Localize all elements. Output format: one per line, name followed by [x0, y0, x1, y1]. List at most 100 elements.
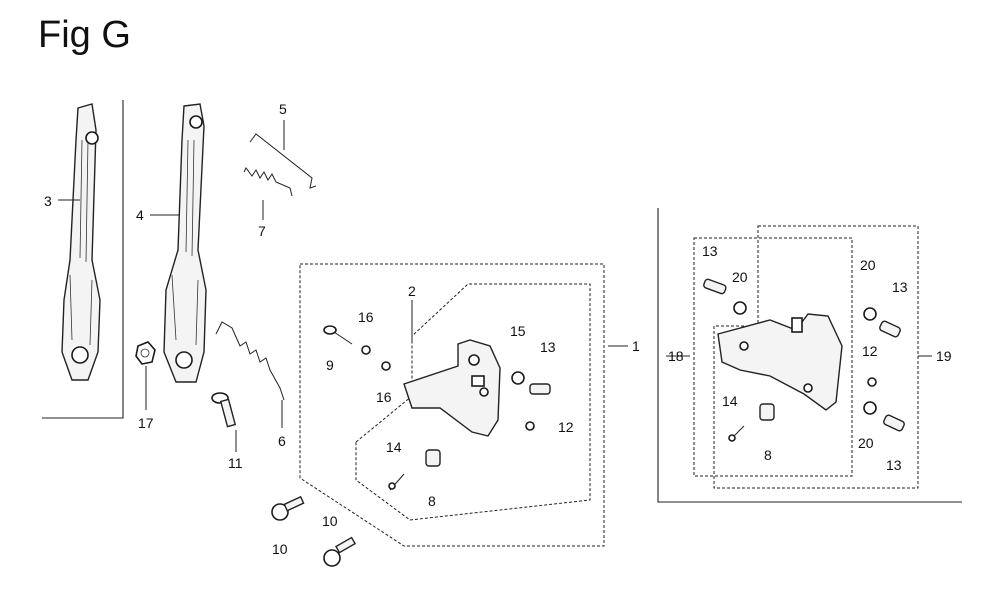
bolt-13b-body [703, 278, 727, 295]
bolt-part-14a [388, 473, 405, 491]
lever-4-body [163, 103, 207, 383]
collar-part-8a [425, 449, 441, 467]
washer-part-20c [863, 401, 877, 415]
frame-part-19 [657, 208, 962, 503]
callout-12a: 12 [558, 419, 574, 435]
callout-20b: 20 [860, 257, 876, 273]
callout-12b: 12 [862, 343, 878, 359]
lever-part-4 [163, 103, 207, 383]
callout-19: 19 [936, 348, 952, 364]
callout-10b: 10 [322, 513, 338, 529]
bolt-13d-body [883, 414, 905, 432]
rod-5-shape [249, 133, 317, 189]
washer-part-20b [863, 307, 877, 321]
callout-15: 15 [510, 323, 526, 339]
rod-part-5 [249, 133, 317, 189]
washer-part-12a [525, 421, 535, 431]
spring-6-coils [215, 321, 285, 401]
bracket-2-block [471, 375, 485, 387]
collar-8b-body [759, 403, 775, 421]
nut-part-15 [511, 371, 525, 385]
bolt-part-10a [271, 495, 305, 521]
callout-5: 5 [279, 101, 287, 117]
bracket-right [717, 313, 843, 411]
callout-14a: 14 [386, 439, 402, 455]
callout-20a: 20 [732, 269, 748, 285]
bolt-14b-head [728, 434, 736, 442]
bolt-11-shank [219, 398, 237, 428]
bolt-14a-head [388, 482, 396, 490]
callout-3: 3 [44, 193, 52, 209]
bolt-13c-body [879, 320, 901, 338]
bolt-10a-head [271, 503, 289, 521]
bracket-right-tab [791, 317, 803, 333]
leader-lines [58, 120, 932, 452]
lever-3-detail [69, 139, 93, 346]
collar-part-8b [759, 403, 775, 421]
bolt-10b-head [323, 549, 341, 567]
callout-11: 11 [228, 455, 243, 471]
nut-17-body [135, 341, 156, 365]
bolt-part-13a [529, 383, 551, 395]
bolt-part-13b [703, 278, 727, 295]
callout-13b: 13 [702, 243, 718, 259]
callout-13d: 13 [886, 457, 902, 473]
lever-4-pivot [189, 115, 203, 129]
nut-part-16b [381, 361, 391, 371]
spring-7-coils [243, 167, 293, 197]
bolt-9-shank [333, 331, 353, 345]
spring-part-7 [243, 167, 293, 197]
callout-13a: 13 [540, 339, 556, 355]
lever-part-3 [42, 100, 124, 419]
washer-part-20a [733, 301, 747, 315]
nut-17-hole [140, 348, 150, 358]
lever-3-body [61, 103, 101, 381]
lever-4-hole [175, 351, 193, 369]
bracket-2-pivot [468, 354, 480, 366]
nut-part-17 [135, 341, 156, 365]
assembly-1-frame [299, 263, 605, 547]
callout-9: 9 [326, 357, 334, 373]
callout-18: 18 [668, 348, 684, 364]
callout-8b: 8 [764, 447, 772, 463]
nut-part-16a [361, 345, 371, 355]
bolt-part-13d [883, 414, 905, 432]
callout-8a: 8 [428, 493, 436, 509]
callout-4: 4 [136, 207, 144, 223]
callout-1: 1 [632, 338, 640, 354]
callout-16a: 16 [358, 309, 374, 325]
spring-part-6 [215, 321, 285, 401]
callout-16b: 16 [376, 389, 392, 405]
bolt-10a-shank [283, 495, 305, 512]
bolt-part-11 [211, 392, 237, 428]
washer-part-12b [867, 377, 877, 387]
lever-4-detail [171, 139, 199, 346]
bolt-part-10b [323, 536, 357, 567]
lever-3-pivot [85, 131, 99, 145]
bolt-part-13c [879, 320, 901, 338]
callout-17: 17 [138, 415, 154, 431]
callout-13c: 13 [892, 279, 908, 295]
frame-part-3 [42, 100, 124, 419]
callout-6: 6 [278, 433, 286, 449]
collar-8a-body [425, 449, 441, 467]
callout-14b: 14 [722, 393, 738, 409]
bracket-2-hole [479, 387, 489, 397]
callout-20c: 20 [858, 435, 874, 451]
callout-2: 2 [408, 283, 416, 299]
bracket-part-2 [403, 339, 501, 437]
figure-title: Fig G [38, 14, 131, 56]
bracket-right-hole-a [739, 341, 749, 351]
lever-3-hole [71, 346, 89, 364]
bolt-13a-body [529, 383, 551, 395]
assembly-2-frame [355, 283, 591, 521]
callout-labels: 3 4 5 7 6 11 17 10 10 1 2 9 16 16 15 13 … [44, 101, 952, 557]
bolt-part-14b [728, 425, 745, 442]
bolt-part-9 [323, 325, 353, 345]
assembly-18-frame [693, 237, 853, 477]
callout-7: 7 [258, 223, 266, 239]
callout-10a: 10 [272, 541, 288, 557]
bracket-right-hole-b [803, 383, 813, 393]
bolt-10b-shank [335, 536, 357, 554]
